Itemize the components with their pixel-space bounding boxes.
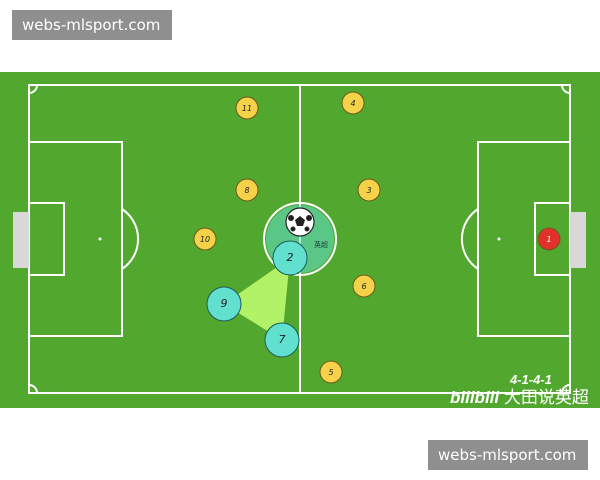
player-2: 2 xyxy=(272,240,308,276)
player-token xyxy=(319,360,343,384)
player-9: 9 xyxy=(206,286,242,322)
football-pitch: 英超 1 3 4 5 6 8 10 11 2 7 9 xyxy=(0,72,600,408)
player-token xyxy=(352,274,376,298)
player-3: 3 xyxy=(357,178,381,202)
player-number: 5 xyxy=(328,368,333,377)
player-token xyxy=(272,240,308,276)
brand-watermark: bilibili 大田说英超 xyxy=(450,383,589,408)
ball-label: 英超 xyxy=(314,240,328,249)
player-number: 11 xyxy=(242,104,252,113)
player-token xyxy=(193,227,217,251)
brand-name: 大田说英超 xyxy=(503,388,589,407)
player-10: 10 xyxy=(193,227,217,251)
player-number: 9 xyxy=(221,297,228,310)
player-number: 8 xyxy=(244,186,249,195)
player-4: 4 xyxy=(341,91,365,115)
watermark-bottom: webs-mlsport.com xyxy=(428,440,588,470)
player-number: 3 xyxy=(366,186,371,195)
player-7: 7 xyxy=(264,322,300,358)
player-token xyxy=(206,286,242,322)
player-number: 10 xyxy=(200,235,210,244)
brand-logo: bilibili xyxy=(450,388,500,407)
player-number: 7 xyxy=(279,333,286,346)
player-token xyxy=(357,178,381,202)
player-11: 11 xyxy=(235,96,259,120)
player-token xyxy=(264,322,300,358)
player-number: 4 xyxy=(350,99,355,108)
player-5: 5 xyxy=(319,360,343,384)
player-token xyxy=(537,227,561,251)
players: 1 3 4 5 6 8 10 11 2 7 9 xyxy=(193,91,561,384)
left-goal xyxy=(13,212,29,268)
right-goal xyxy=(570,212,586,268)
player-8: 8 xyxy=(235,178,259,202)
formation-label: 4-1-4-1 xyxy=(510,372,552,387)
watermark-top: webs-mlsport.com xyxy=(12,10,172,40)
player-token xyxy=(235,178,259,202)
ball-icon xyxy=(285,207,315,237)
player-token xyxy=(341,91,365,115)
passing-triangle xyxy=(224,258,290,340)
player-token xyxy=(235,96,259,120)
player-number: 6 xyxy=(361,282,366,291)
player-number: 1 xyxy=(546,235,551,244)
player-1: 1 xyxy=(537,227,561,251)
player-6: 6 xyxy=(352,274,376,298)
player-number: 2 xyxy=(287,251,294,264)
